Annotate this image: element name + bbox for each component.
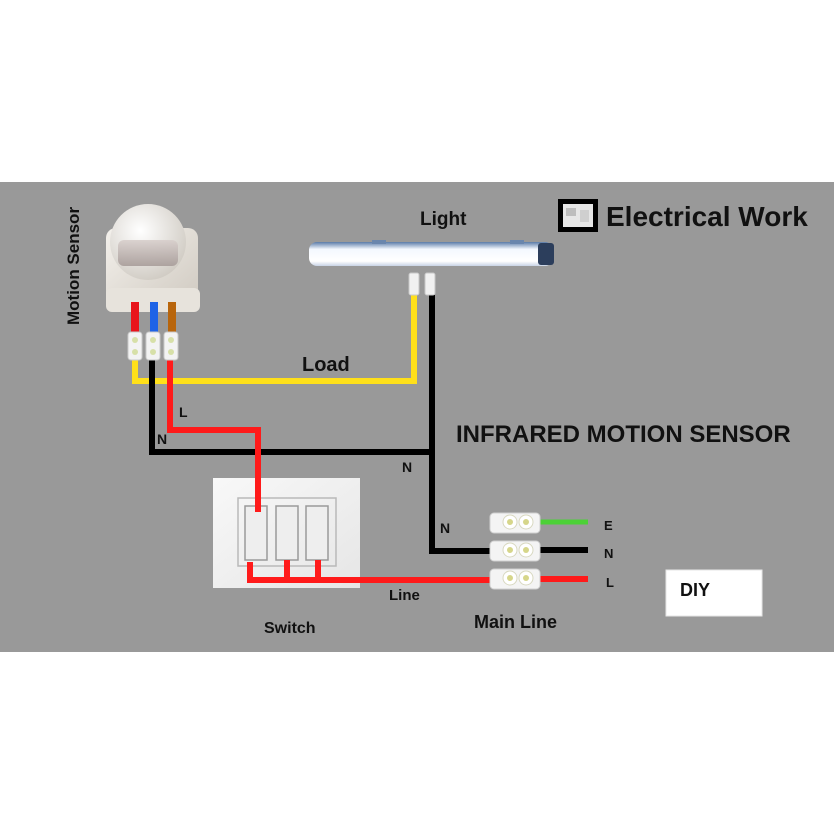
neutral-wire-light [429,295,494,554]
terminal-label-neutral: N [604,546,613,561]
switch-label: Switch [264,620,316,637]
sensor-live-label: L [179,404,188,420]
sensor-neutral-label: N [157,431,167,447]
switch-rocker[interactable] [244,505,268,561]
terminal-label-live: L [606,575,614,590]
main-terminal-block-icon [489,512,541,590]
diy-badge-label: DIY [680,580,710,600]
neutral-junction-label: N [402,459,412,475]
motion-sensor-icon [106,204,200,361]
switch-rocker[interactable] [305,505,329,561]
switch-plate-icon [213,478,360,588]
load-wire [132,295,417,384]
wires [132,295,588,583]
switch-rocker[interactable] [275,505,299,561]
light-tube-icon [309,240,554,296]
neutral-wire-sensor [149,358,432,455]
title: INFRARED MOTION SENSOR [456,421,791,448]
main-line-label: Main Line [474,612,557,632]
neutral-main-label: N [440,520,450,536]
line-wire-switch-bus [247,562,360,583]
load-label: Load [302,354,350,376]
live-wire-sensor [167,358,261,512]
light-label: Light [420,209,467,230]
line-label: Line [389,587,420,604]
logo-thumbnail-icon [558,199,598,232]
motion-sensor-label: Motion Sensor [64,207,83,325]
diy-badge: DIY [665,569,763,617]
brand-label: Electrical Work [606,201,808,232]
terminal-label-earth: E [604,518,613,533]
